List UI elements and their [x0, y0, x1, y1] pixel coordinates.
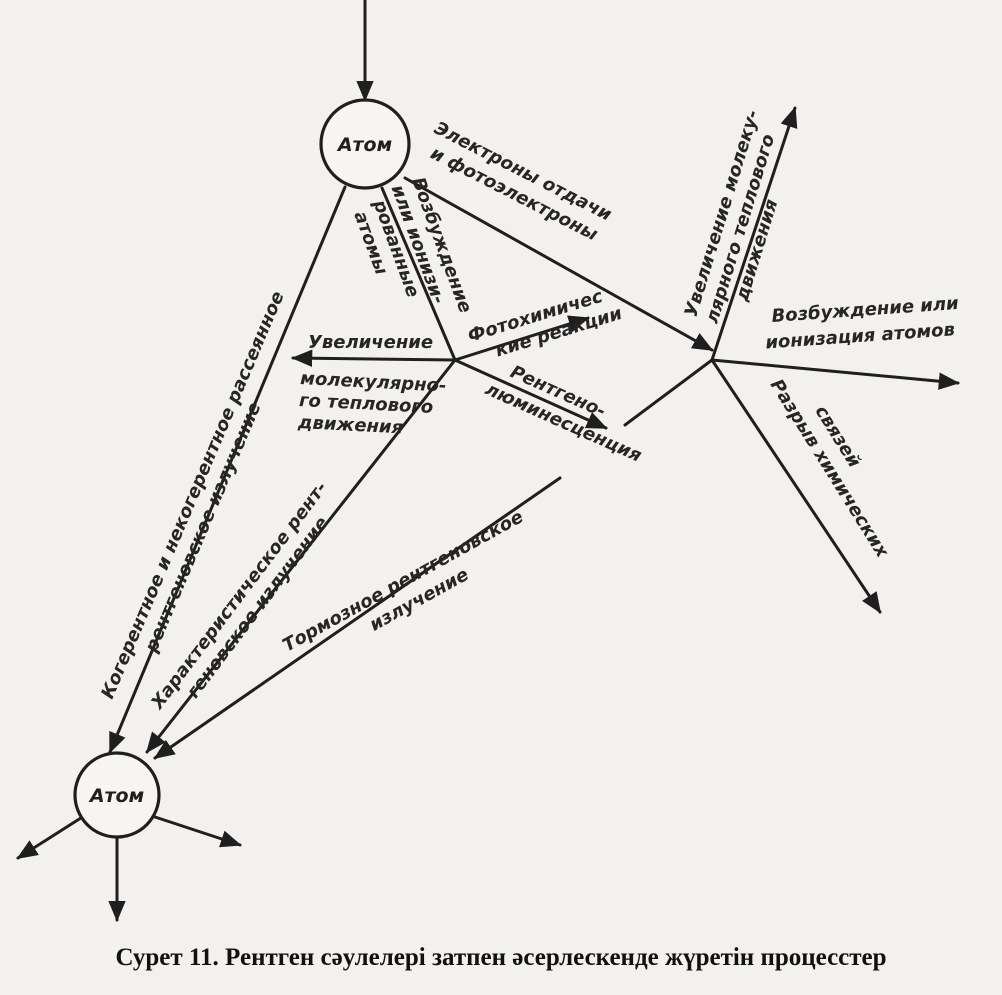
characteristic-xray-arrow	[145, 358, 457, 754]
atom-bottom-label: Атом	[88, 785, 144, 807]
process-diagram: Атом Атом Электроны отдачи и фотоэлектро…	[16, 0, 960, 922]
atom-top-label: Атом	[336, 134, 392, 156]
photochem-arrow	[453, 315, 590, 362]
luminescence-arrow	[453, 358, 608, 430]
label-increase-4: движения	[296, 412, 404, 439]
figure-caption: Сурет 11. Рентген сәулелері затпен әсерл…	[115, 944, 887, 971]
ionization-arrow	[710, 358, 960, 390]
atom-node-bottom: Атом	[73, 751, 161, 839]
atom-node-top: Атом	[319, 98, 411, 190]
out-arrow-right	[150, 814, 242, 848]
label-increase-1: Увеличение	[308, 332, 433, 353]
electrons-line	[403, 176, 714, 352]
molecular-heat-arrow	[710, 106, 798, 362]
excitation-line	[380, 186, 457, 362]
scattered-xray-arrow	[108, 185, 347, 754]
bremsstrahlung-arrow	[153, 476, 562, 760]
bremsstrahlung-segment	[623, 358, 714, 427]
out-arrow-left	[16, 814, 86, 860]
heat-arrow	[291, 349, 457, 367]
bond-break-arrow	[710, 358, 882, 614]
